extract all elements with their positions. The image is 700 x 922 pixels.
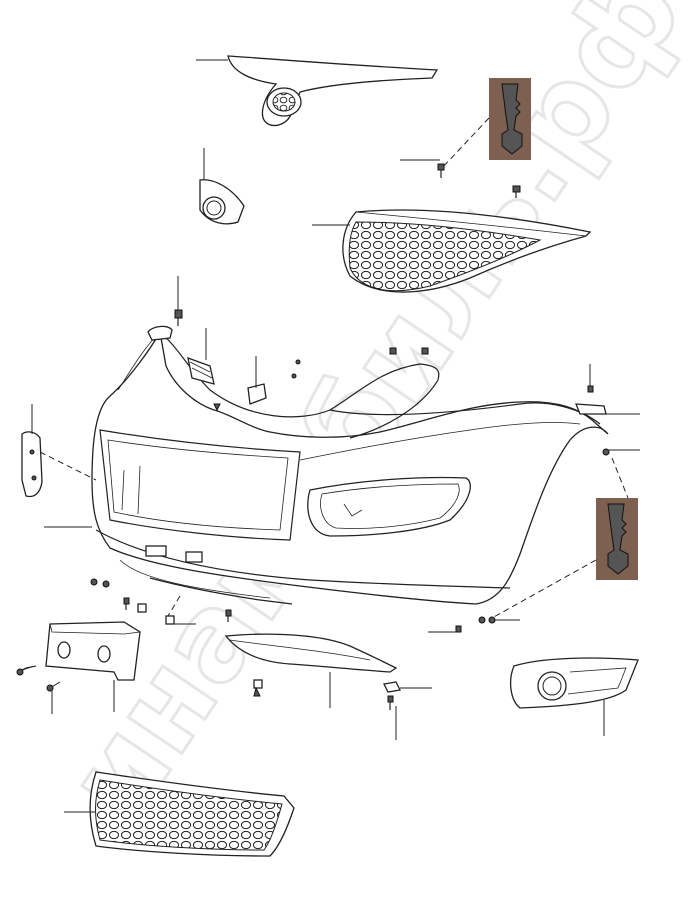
bolt-left bbox=[174, 276, 183, 326]
mount-bracket-left bbox=[187, 328, 215, 385]
license-plate-bracket bbox=[16, 621, 141, 714]
lower-fasteners bbox=[90, 578, 520, 633]
clip-photo-top bbox=[400, 78, 531, 169]
fog-lamp-bezel-large bbox=[509, 657, 639, 736]
upper-grille bbox=[312, 209, 592, 293]
screw-top-2 bbox=[512, 185, 521, 198]
front-bumper bbox=[44, 325, 609, 605]
left-side-support bbox=[21, 404, 97, 498]
clip-photo-mid bbox=[491, 457, 638, 619]
small-screws-hood bbox=[213, 347, 429, 412]
fog-lamp-bezel-small bbox=[199, 148, 245, 225]
lower-spoiler bbox=[224, 633, 432, 740]
lower-grille bbox=[64, 771, 295, 857]
screw-top-1 bbox=[437, 163, 445, 178]
upper-trim-with-emblem bbox=[196, 55, 439, 127]
side-bracket-right bbox=[575, 364, 640, 456]
mount-bracket-right bbox=[247, 356, 301, 405]
